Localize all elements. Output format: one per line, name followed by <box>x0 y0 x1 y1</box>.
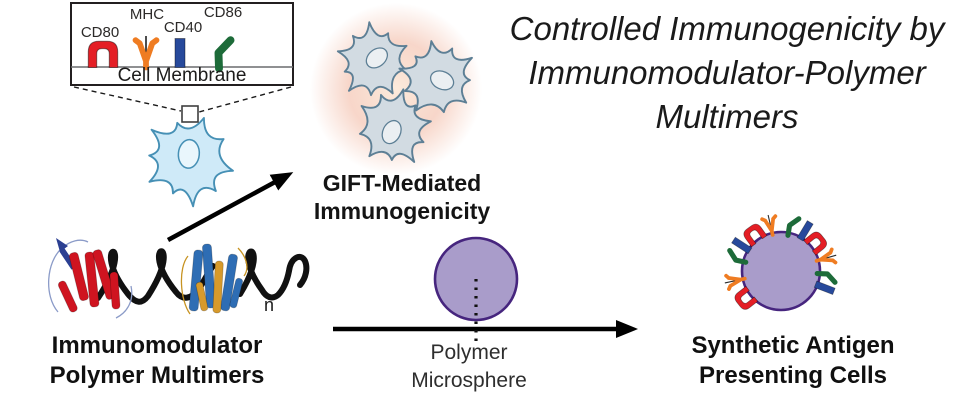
microsphere-label-line-2: Microsphere <box>411 369 527 392</box>
membrane-inset-box: CD80 MHC CD40 CD86 Cell Membrane <box>70 2 294 86</box>
blue-helix-bundle <box>188 243 244 312</box>
polymer-microsphere-label: Polymer Microsphere <box>411 341 527 392</box>
multimer-label-line-2: Polymer Multimers <box>50 362 265 389</box>
title-line-2: Immunomodulator-Polymer <box>528 54 927 91</box>
arrow-to-gift-immunogenicity <box>166 172 294 242</box>
polymer-repeat-subscript: n <box>264 295 274 315</box>
zoom-callout-square <box>181 105 199 123</box>
gift-label-line-2: Immunogenicity <box>314 198 491 224</box>
cell-membrane-label: Cell Membrane <box>118 65 247 86</box>
title-line-3: Multimers <box>655 98 798 135</box>
callout-dashed-line-right <box>198 86 292 113</box>
dendritic-cell <box>130 101 248 216</box>
cd40-label: CD40 <box>164 19 202 36</box>
immunomodulator-protein-red <box>47 238 133 319</box>
gift-label-line-1: GIFT-Mediated <box>323 170 481 196</box>
gift-immunogenicity-label: GIFT-Mediated Immunogenicity <box>314 170 491 224</box>
title-line-1: Controlled Immunogenicity by <box>510 10 947 47</box>
sapc-label: Synthetic Antigen Presenting Cells <box>691 332 894 389</box>
cd40-receptor-icon <box>174 38 186 68</box>
red-helix-bundle <box>57 249 121 313</box>
multimer-label-line-1: Immunomodulator <box>52 332 263 359</box>
immunomodulator-protein-blue-gold <box>180 243 248 315</box>
callout-dashed-line-left <box>73 86 182 112</box>
mhc-label: MHC <box>130 6 164 23</box>
cd80-label: CD80 <box>81 24 119 41</box>
sapc-microsphere <box>740 230 822 312</box>
beta-strand-arrow <box>56 238 68 252</box>
sapc-label-line-2: Presenting Cells <box>699 362 887 389</box>
cd40-receptor-icon <box>813 280 836 295</box>
microsphere-label-line-1: Polymer <box>430 341 507 364</box>
page-title: Controlled Immunogenicity by Immunomodul… <box>510 10 947 135</box>
sapc-label-line-1: Synthetic Antigen <box>691 332 894 359</box>
protein-loop-scribble <box>180 247 248 315</box>
cd86-label: CD86 <box>204 4 242 21</box>
synthetic-apc <box>721 211 840 313</box>
gold-helix-bundle <box>195 260 224 314</box>
immunomodulator-multimer-label: Immunomodulator Polymer Multimers <box>50 332 265 389</box>
